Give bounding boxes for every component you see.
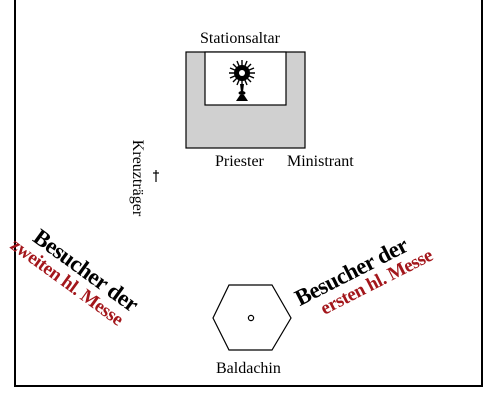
cross-icon (153, 170, 159, 182)
outer-frame (14, 0, 483, 387)
cross-bearer-label: Kreuzträger (129, 139, 147, 217)
priest-label: Priester (215, 153, 264, 170)
canopy-label: Baldachin (216, 360, 281, 377)
altar-label: Stationsaltar (200, 30, 280, 47)
ministrant-label: Ministrant (287, 153, 354, 170)
canopy-center-dot (247, 314, 255, 322)
monstrance-icon (229, 60, 255, 101)
